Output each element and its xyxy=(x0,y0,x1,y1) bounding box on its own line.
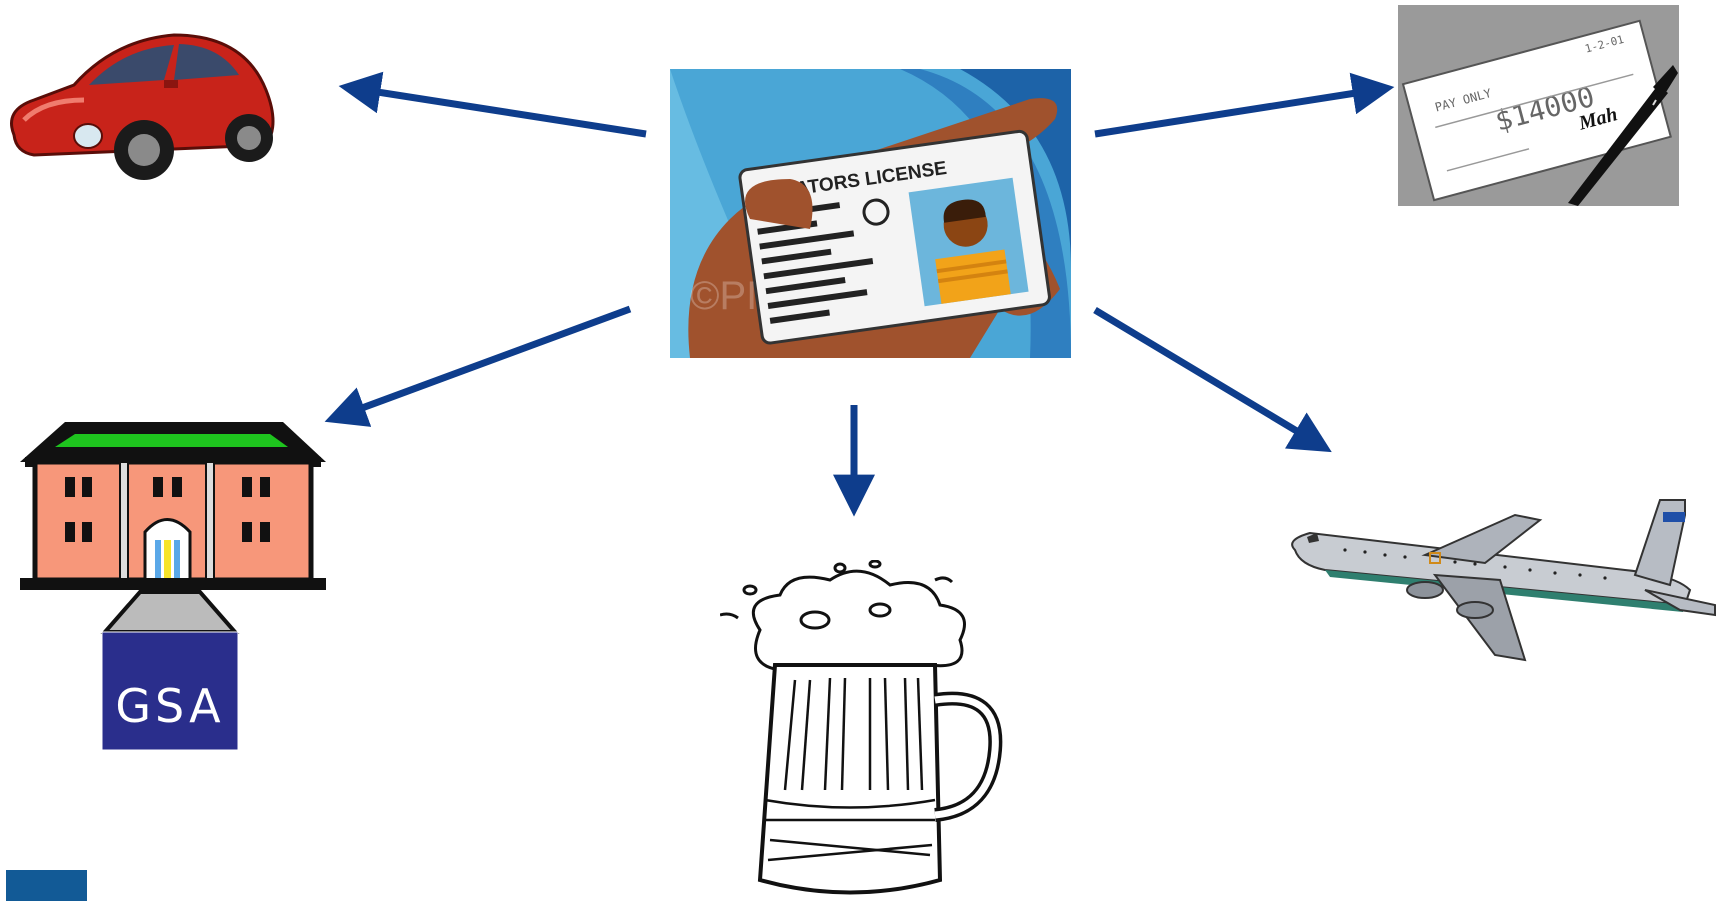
arrow-to-building xyxy=(324,305,632,427)
corner-box xyxy=(6,870,87,901)
car-icon xyxy=(10,33,275,180)
government-building-icon: GSA xyxy=(20,422,326,751)
pen-icon xyxy=(1568,65,1678,206)
check-and-pen-icon: PAY ONLY 1-2-01 $14000 Mah xyxy=(1398,5,1679,206)
arrow-to-plane xyxy=(1093,306,1332,453)
driver-license-icon: RATORS LICENSE ©PI xyxy=(670,69,1071,358)
license-watermark: ©PI xyxy=(690,274,757,318)
gsa-sign-text: GSA xyxy=(115,679,224,733)
arrow-to-car xyxy=(338,71,647,138)
airplane-icon xyxy=(1291,499,1716,662)
arrow-to-check xyxy=(1094,72,1395,138)
beer-mug-icon xyxy=(720,560,1003,895)
